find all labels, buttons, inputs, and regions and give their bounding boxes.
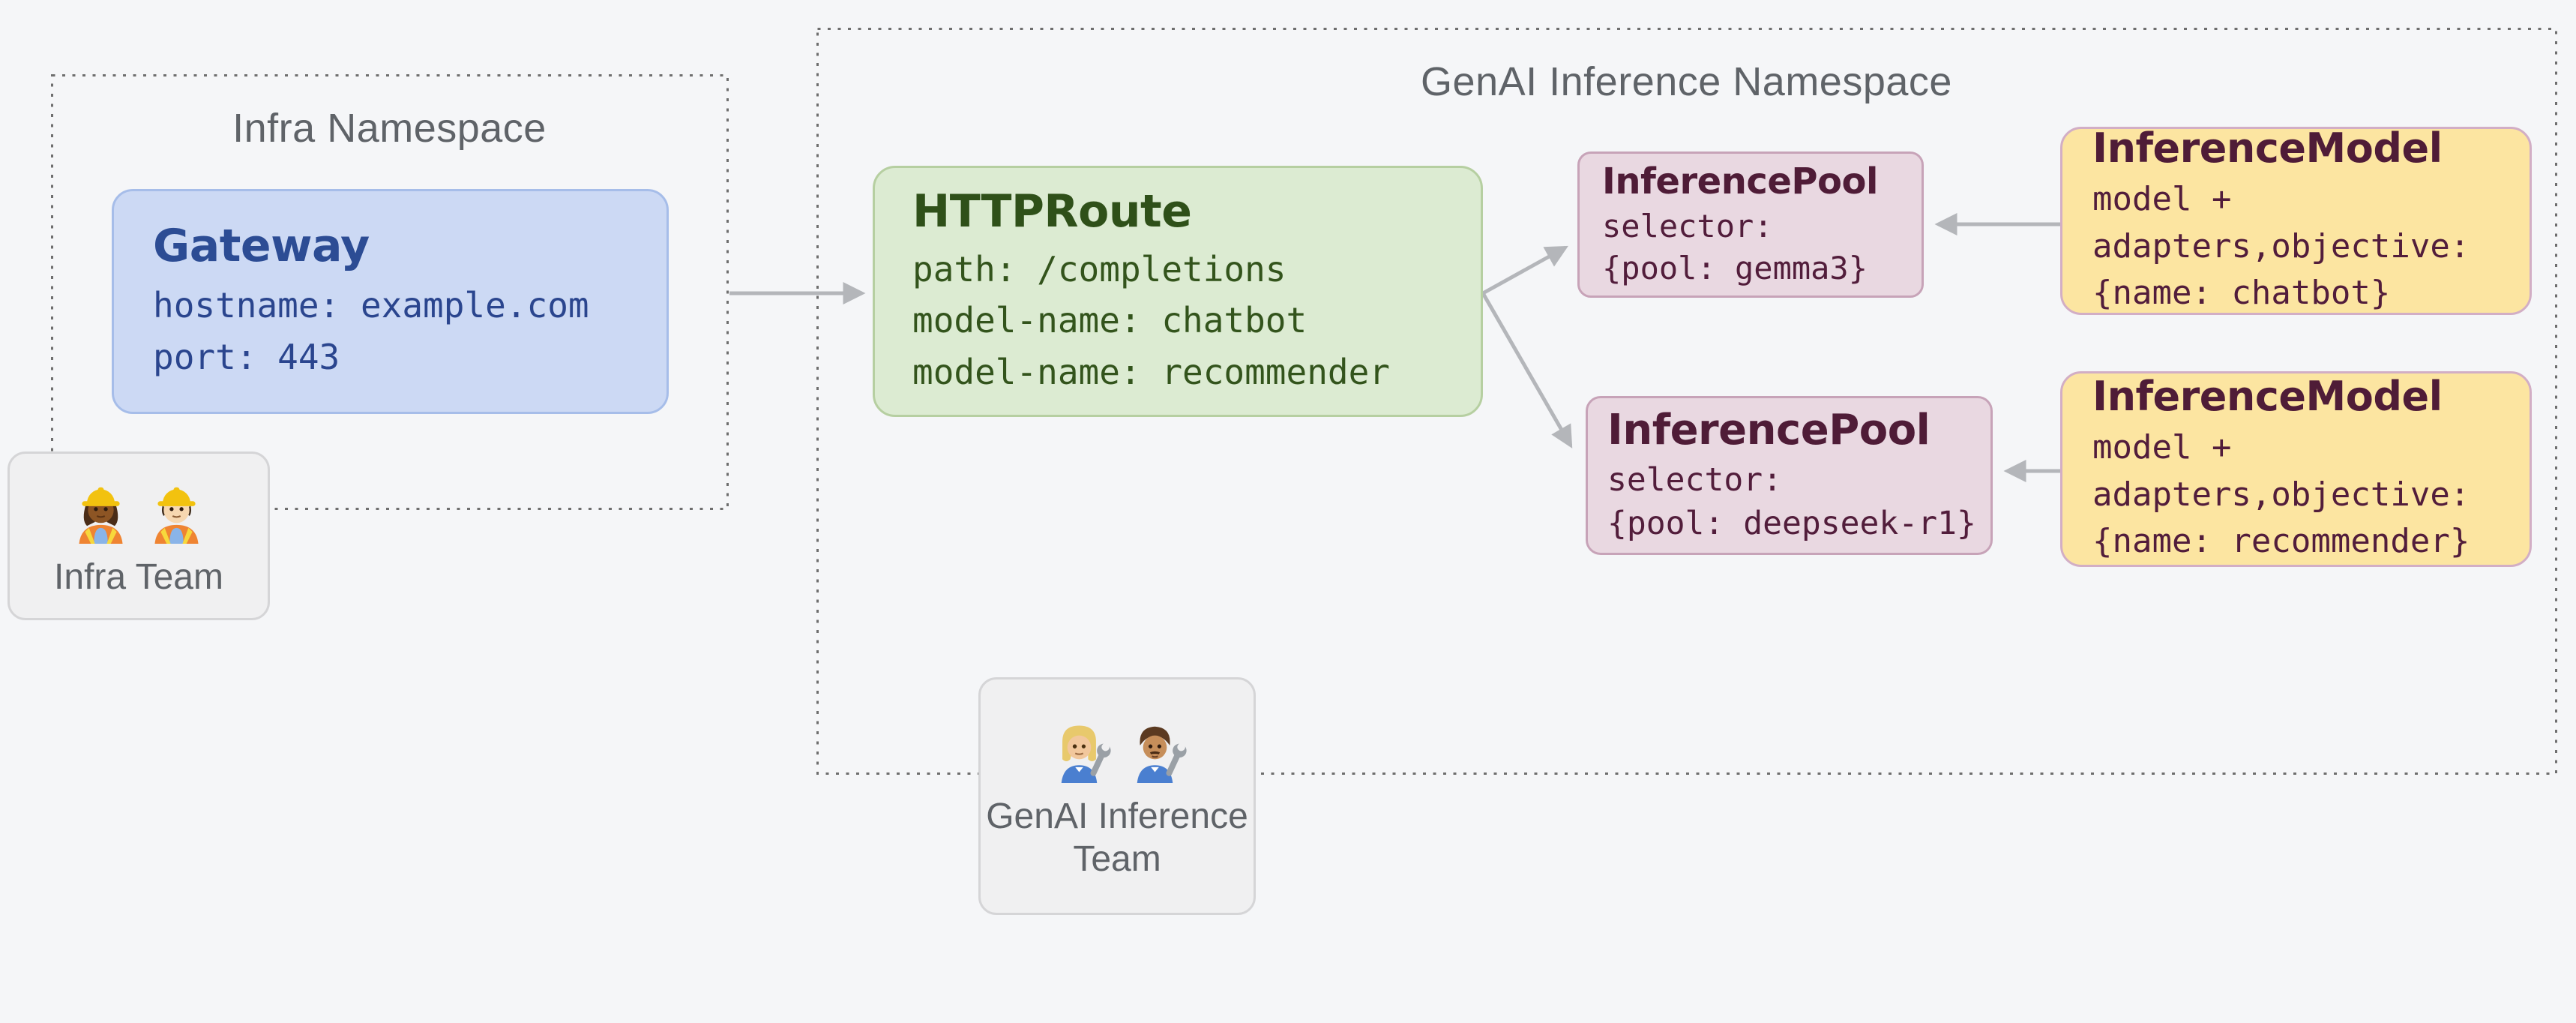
code-line: adapters,objective: — [2092, 226, 2470, 266]
wrench-glyph — [1090, 743, 1111, 777]
genai-inference-team-card: GenAI Inference Team — [978, 677, 1256, 915]
code-line: model-name: recommender — [912, 351, 1390, 392]
inference-model-recommender-box: InferenceModel model + adapters,objectiv… — [2060, 371, 2532, 567]
code-line: model + — [2092, 180, 2232, 219]
infra-namespace-title: Infra Namespace — [232, 106, 547, 151]
code-line: model + — [2092, 428, 2232, 467]
code-line: {name: recommender} — [2092, 522, 2470, 561]
woman-mechanic-icon — [1044, 712, 1115, 787]
man-construction-worker-icon — [141, 472, 212, 548]
team-label: GenAI Inference Team — [986, 796, 1248, 879]
gateway-title: Gateway — [153, 220, 370, 272]
code-line: path: /completions — [912, 249, 1287, 290]
code-line: {pool: deepseek-r1} — [1607, 504, 1976, 542]
team-icons — [65, 472, 212, 548]
inference-model-title: InferenceModel — [2092, 373, 2443, 421]
man-mechanic-icon — [1119, 712, 1191, 787]
inference-pool-deepseek-box: InferencePool selector: {pool: deepseek-… — [1586, 396, 1993, 555]
inference-model-title: InferenceModel — [2092, 124, 2443, 172]
genai-namespace-title: GenAI Inference Namespace — [1421, 59, 1952, 104]
team-icons — [1044, 712, 1191, 787]
inference-pool-title: InferencePool — [1607, 405, 1931, 454]
inference-pool-title: InferencePool — [1602, 160, 1878, 203]
code-line: port: 443 — [153, 337, 340, 377]
code-line: adapters,objective: — [2092, 475, 2470, 514]
team-label: Infra Team — [54, 557, 223, 598]
code-line: model-name: chatbot — [912, 300, 1307, 341]
code-line: hostname: example.com — [153, 285, 589, 326]
code-line: selector: — [1602, 208, 1773, 245]
code-line: selector: — [1607, 460, 1782, 499]
gateway-box: Gateway document.currentScript.previousE… — [112, 189, 669, 414]
arrow-httproute-to-pool-deepseek — [1481, 292, 1573, 448]
woman-construction-worker-icon — [65, 472, 136, 548]
inference-pool-gemma3-box: InferencePool selector: {pool: gemma3} — [1577, 152, 1924, 298]
code-line: {name: chatbot} — [2092, 274, 2391, 313]
genai-namespace-border — [816, 28, 2557, 775]
arrow-httproute-to-pool-gemma3 — [1481, 245, 1568, 296]
infra-namespace-border — [51, 74, 729, 510]
code-line: {pool: gemma3} — [1602, 249, 1868, 286]
inference-model-chatbot-box: InferenceModel model + adapters,objectiv… — [2060, 124, 2532, 315]
httproute-box: HTTPRoute path: /completions model-name:… — [873, 166, 1483, 417]
httproute-title: HTTPRoute — [912, 185, 1192, 238]
infra-team-card: Infra Team — [7, 452, 270, 620]
wrench-glyph — [1166, 743, 1187, 777]
